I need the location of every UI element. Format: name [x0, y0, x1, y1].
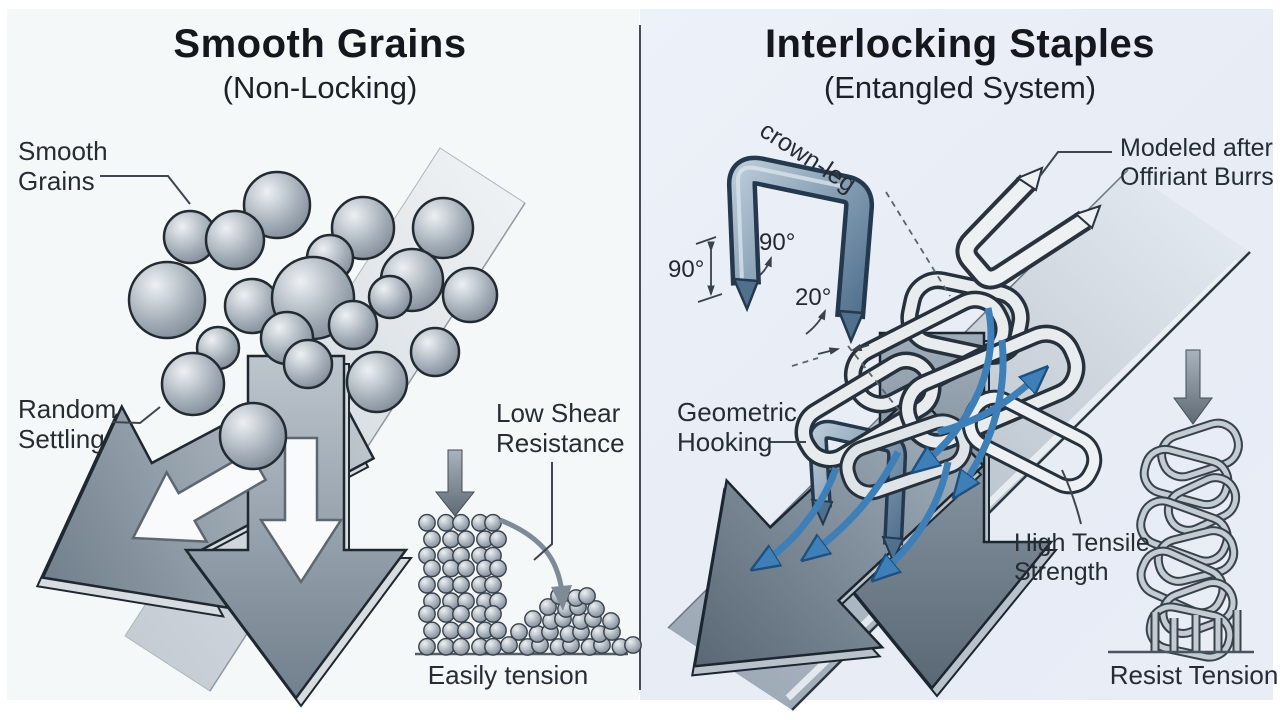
smooth-grains-leader [100, 175, 191, 205]
force-arrows-blue [758, 307, 1042, 576]
smooth-grain-cluster [127, 170, 499, 471]
blue-staple-large [726, 155, 875, 345]
random-settling-label: Random Settling [18, 394, 116, 454]
geometric-hooking-label-line1: Geometric [677, 397, 797, 427]
modeled-after-leader [1039, 151, 1112, 177]
low-shear-label: Low Shear Resistance [496, 398, 625, 458]
easily-tension-caption: Easily tension [427, 660, 589, 690]
low-shear-leader [533, 462, 553, 561]
entangled-staple-cluster [794, 271, 1103, 501]
left-subdiagram [415, 449, 642, 656]
smooth-grains-label-line1: Smooth [18, 136, 108, 166]
modeled-after-label-line2: Offiriant Burrs [1120, 163, 1274, 191]
left-leader-lines [100, 175, 553, 561]
high-tensile-leader [1061, 469, 1082, 525]
grain-column [418, 513, 507, 656]
right-leader-lines [770, 151, 1112, 525]
smooth-grains-label: Smooth Grains [18, 136, 108, 196]
dashed-leaders [791, 191, 951, 415]
right-subdiagram [1108, 349, 1254, 662]
random-settling-label-line2: Settling [18, 424, 105, 455]
tangle-column [1136, 418, 1243, 662]
angle-90-leg: 90° [668, 256, 705, 283]
collapse-curved-arrow [499, 517, 565, 593]
high-tensile-label-line1: High Tensile [1014, 529, 1150, 557]
grain-pile [500, 587, 642, 656]
left-title: Smooth Grains [173, 22, 467, 66]
right-subtitle: (Entangled System) [823, 70, 1097, 105]
load-arrow-small-right [1173, 349, 1213, 425]
high-tensile-label-line2: Strength [1014, 558, 1109, 586]
angle-20-tip: 20° [795, 284, 832, 311]
left-subtitle: (Non-Locking) [222, 70, 418, 105]
resist-tension-caption: Resist Tension [1109, 660, 1279, 690]
right-title: Interlocking Staples [764, 22, 1156, 66]
left-flow-arrow-down [258, 436, 344, 585]
angle-90-crown: 90° [759, 229, 796, 256]
burr-staple-light [955, 166, 1102, 290]
modeled-after-label: Modeled after Offiriant Burrs [1120, 134, 1274, 192]
low-shear-label-line1: Low Shear [496, 398, 621, 428]
panel-divider [639, 25, 641, 690]
modeled-after-label-line1: Modeled after [1120, 134, 1273, 162]
left-flow-arrow-downleft [130, 450, 268, 544]
load-arrow-small-left [434, 449, 476, 517]
high-tensile-label: High Tensile Strength [1014, 529, 1150, 587]
geometric-hooking-label-line2: Hooking [677, 427, 773, 458]
smooth-grains-label-line2: Grains [18, 166, 95, 197]
collapse-arrowhead [551, 585, 572, 611]
low-shear-label-line2: Resistance [496, 428, 625, 459]
random-settling-label-line1: Random [18, 394, 117, 424]
geometric-hooking-label: Geometric Hooking [677, 397, 797, 457]
random-settling-leader [111, 406, 161, 425]
